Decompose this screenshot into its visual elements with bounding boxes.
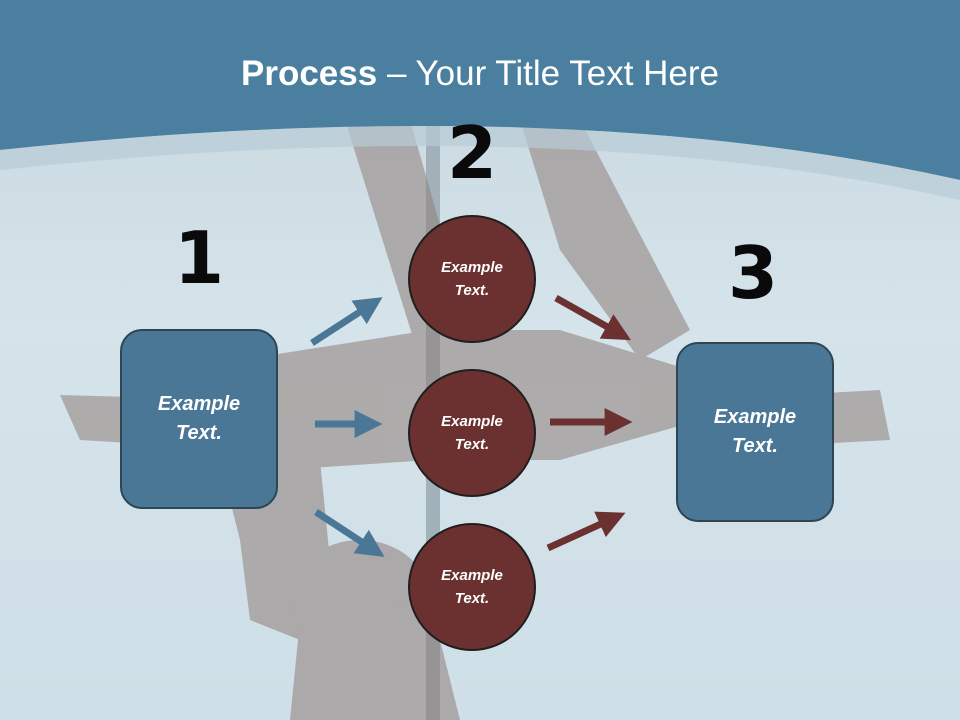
step-number-2: 2 (446, 111, 498, 195)
process-box-left: Example Text. (120, 329, 278, 509)
process-circle-top-text: Example Text. (441, 259, 503, 299)
step-number-3: 3 (727, 231, 779, 315)
arrow-bottom-to-right (546, 511, 626, 552)
arrow-left-to-top (310, 297, 383, 346)
step-number-1: 1 (173, 216, 225, 300)
slide-title: Process – Your Title Text Here (0, 52, 960, 96)
process-circle-middle: Example Text. (408, 369, 536, 497)
process-box-right-text: Example Text. (713, 406, 797, 457)
header-banner (0, 0, 960, 200)
arrow-left-to-bottom (314, 509, 385, 557)
process-circle-top: Example Text. (408, 215, 536, 343)
process-circle-bottom: Example Text. (408, 523, 536, 651)
process-circle-middle-text: Example Text. (441, 413, 503, 453)
title-bold: Process (241, 54, 378, 93)
arrow-top-to-right (554, 294, 631, 341)
process-box-left-text: Example Text. (157, 393, 241, 444)
dancer-silhouette (60, 120, 890, 720)
process-circle-bottom-text: Example Text. (441, 567, 503, 607)
title-rest: – Your Title Text Here (377, 54, 719, 93)
process-box-right: Example Text. (676, 342, 834, 522)
